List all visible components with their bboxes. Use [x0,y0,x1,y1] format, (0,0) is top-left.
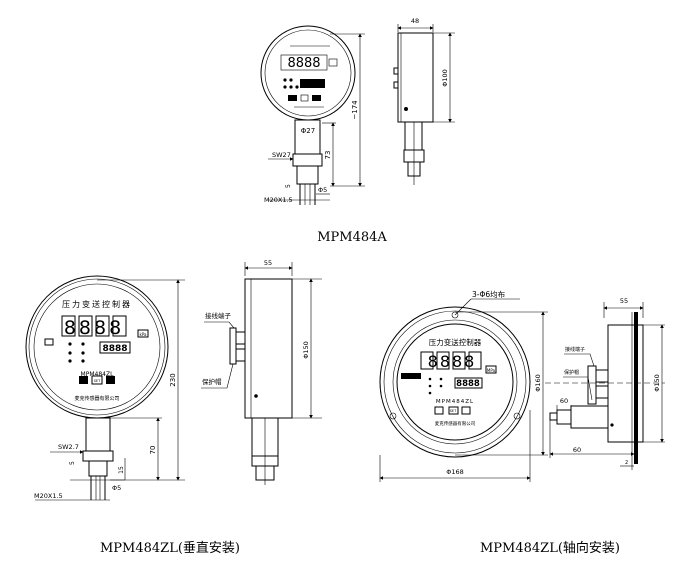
company-label: 麦克传感器有限公司 [435,420,476,427]
set-button-label: SET [94,379,101,383]
side-width-dim: 55 [264,259,272,267]
side-width-dim: 55 [620,297,628,305]
main-display [280,54,328,71]
height-dim: 230 [169,373,177,386]
thread-len-dim: 5 [69,461,76,465]
side-dia-dim: Φ150 [653,374,661,392]
company-label: 麦克传感器有限公司 [74,395,119,402]
mount-dia-dim: Φ160 [534,374,542,392]
thread-len2-dim: 15 [118,466,125,474]
outer-dia-dim: Φ168 [446,468,464,476]
sub-display [454,377,483,389]
thread-dim: M20X1.5 [264,196,293,204]
thread-dim: M20X1.5 [34,492,63,500]
up-button-icon [79,376,88,384]
set-button-label: SET [450,409,457,413]
neck-dim: Φ27 [301,127,315,135]
model-label: MPM484ZL [81,371,115,378]
main-display: 8888 [420,351,482,371]
stem-dim: 70 [149,446,157,455]
mpm484zl-vertical-front-view: 压力变送控制器 8888 kPa 8888 MPM484ZL SET 麦克传感器… [25,275,185,501]
height-dim: ~174 [351,100,359,120]
brand-logo [401,373,421,379]
caption-mpm484a: MPM484A [317,230,387,245]
terminal-label: 接线端子 [205,311,232,320]
unit-label: kPa [140,332,148,337]
cap-label: 保护帽 [202,377,222,386]
sub-display-digits: 8888 [102,344,127,354]
down-button-icon [461,406,471,415]
up-button-icon [434,406,444,415]
wrench-dim: SW2.7 [58,443,79,451]
display-digits: 8888 [428,352,477,371]
pin-dim: Φ5 [112,484,121,492]
sub-display [300,79,325,88]
stem-len-dim: 60 [573,446,581,454]
mpm484zl-axial-front-view: 压力变送控制器 8888 MPa 8888 MPM484ZL SET 麦克传感器… [379,289,548,482]
display-digits: 8888 [287,56,320,71]
model-label: MPM484ZL [436,399,474,405]
width-dim: 48 [411,17,419,25]
cap-label: 保护帽 [564,369,579,376]
main-display: 8888 [61,315,127,339]
mpm484zl-axial-side-view: 55 Φ150 60 60 2 接线端子 保护帽 [545,297,665,470]
panel-title: 压力变送控制器 [62,299,132,309]
unit-label: MPa [487,368,496,373]
flange-dim: 2 [625,460,628,466]
terminal-label: 接线端子 [565,346,585,353]
stem-dim: 73 [324,151,332,160]
mpm484a-side-view: 48 Φ100 [393,17,455,185]
thread-len-dim: 5 [285,184,292,188]
hex-dim: 60 [560,397,568,405]
mpm484zl-vertical-side-view: 55 Φ150 接线端子 保护帽 [201,259,322,485]
body-dia-dim: Φ100 [441,69,449,87]
display-digits: 8888 [64,317,124,339]
mounting-flange [634,312,638,464]
caption-mpm484zl-axial: MPM484ZL(轴向安装) [480,540,620,556]
caption-mpm484zl-vertical: MPM484ZL(垂直安装) [100,541,240,556]
down-button-icon [106,376,115,384]
side-dia-dim: Φ150 [302,341,310,359]
holes-dim: 3-Φ6均布 [472,289,506,299]
mpm484a-front-view: 8888 Φ27 ~174 73 SW27 M20X1.5 Φ5 5 [260,25,365,205]
sub-display-digits: 8888 [456,379,480,389]
panel-title: 压力变送控制器 [429,337,482,347]
wrench-dim: SW27 [272,151,291,159]
sub-display [99,341,131,354]
pin-dim: Φ5 [318,186,327,194]
